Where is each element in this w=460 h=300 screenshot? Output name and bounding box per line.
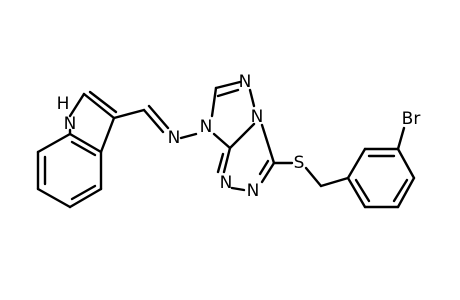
bond	[304, 166, 323, 188]
bond	[68, 92, 86, 118]
atom-label-n: N	[220, 173, 233, 193]
bond	[210, 86, 218, 118]
bond	[230, 186, 246, 192]
bond	[228, 122, 256, 150]
triazolo-ring-system	[210, 80, 276, 192]
bond	[392, 178, 409, 203]
bond	[396, 126, 406, 151]
bond	[260, 161, 276, 184]
bond	[214, 80, 242, 90]
bond	[396, 176, 416, 209]
bond	[354, 178, 371, 203]
atom-label-n: N	[251, 107, 264, 127]
bond	[216, 152, 225, 174]
bond	[258, 159, 270, 176]
bond	[319, 176, 350, 188]
bond	[112, 108, 146, 120]
bond	[346, 176, 367, 209]
indole-pyrrole-ring	[68, 90, 118, 154]
bond	[212, 132, 232, 150]
bond	[36, 132, 72, 154]
indole-benzene-ring	[36, 132, 103, 209]
bromophenyl-ring	[346, 126, 416, 209]
bond	[36, 187, 72, 209]
atom-label-br: Br	[402, 109, 421, 129]
atom-label-n: N	[168, 128, 181, 148]
bond	[346, 147, 367, 180]
bond	[222, 146, 232, 174]
atom-label-n: N	[239, 72, 252, 92]
bond	[88, 90, 118, 114]
bond	[68, 187, 103, 209]
bond	[68, 132, 103, 154]
atom-label-n: N	[200, 117, 213, 137]
bond	[396, 147, 416, 180]
bond	[142, 108, 165, 134]
bond	[82, 92, 116, 120]
atom-label-n: N	[64, 114, 77, 134]
bond	[99, 116, 116, 154]
bond	[70, 140, 97, 157]
bond	[179, 132, 198, 140]
bond	[260, 123, 276, 165]
bond	[248, 88, 256, 108]
thioether-linker	[272, 161, 350, 188]
atom-label-n: N	[247, 181, 260, 201]
bond	[70, 184, 97, 201]
atom-label-s: S	[294, 153, 305, 173]
bond	[216, 88, 240, 98]
atom-label-h: H	[57, 94, 70, 114]
bond	[147, 104, 170, 130]
imine-linker	[112, 104, 198, 140]
